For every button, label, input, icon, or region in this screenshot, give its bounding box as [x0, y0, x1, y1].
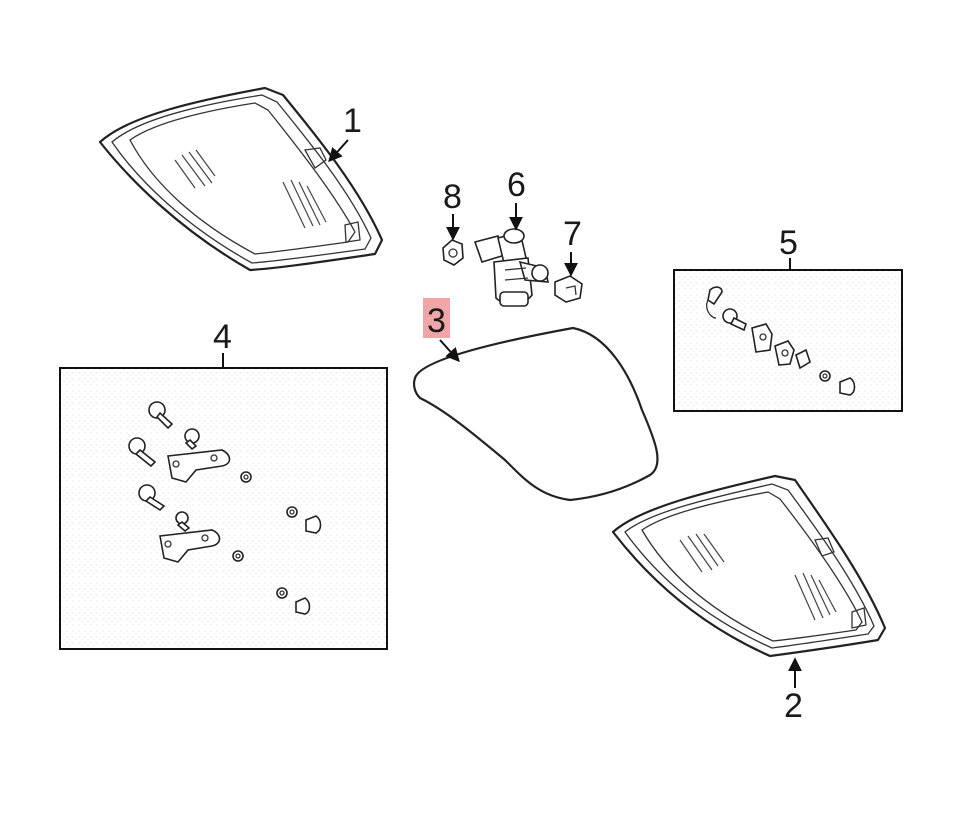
callout-1[interactable]: 1	[328, 102, 362, 163]
latch-actuator	[473, 228, 550, 307]
svg-text:3: 3	[427, 302, 446, 340]
svg-text:8: 8	[443, 178, 462, 216]
quarter-glass-right	[611, 474, 887, 658]
callout-4[interactable]: 4	[213, 318, 232, 368]
svg-text:6: 6	[507, 166, 526, 204]
svg-text:7: 7	[563, 215, 582, 253]
callout-5[interactable]: 5	[779, 224, 798, 270]
svg-text:5: 5	[779, 224, 798, 262]
glass-panel	[412, 326, 659, 502]
quarter-glass-left	[98, 86, 384, 272]
callout-3[interactable]: 3	[423, 298, 460, 363]
hardware-kit-left	[59, 367, 388, 650]
bumper-block	[554, 275, 583, 303]
svg-text:4: 4	[213, 318, 232, 356]
hardware-kit-right	[673, 269, 903, 412]
nut	[442, 239, 464, 266]
svg-text:1: 1	[343, 102, 362, 140]
callout-2[interactable]: 2	[784, 657, 803, 725]
callout-7[interactable]: 7	[563, 215, 582, 277]
callout-8[interactable]: 8	[443, 178, 462, 241]
svg-text:2: 2	[784, 687, 803, 725]
callout-6[interactable]: 6	[507, 166, 526, 231]
callout-3-highlight	[423, 298, 450, 338]
